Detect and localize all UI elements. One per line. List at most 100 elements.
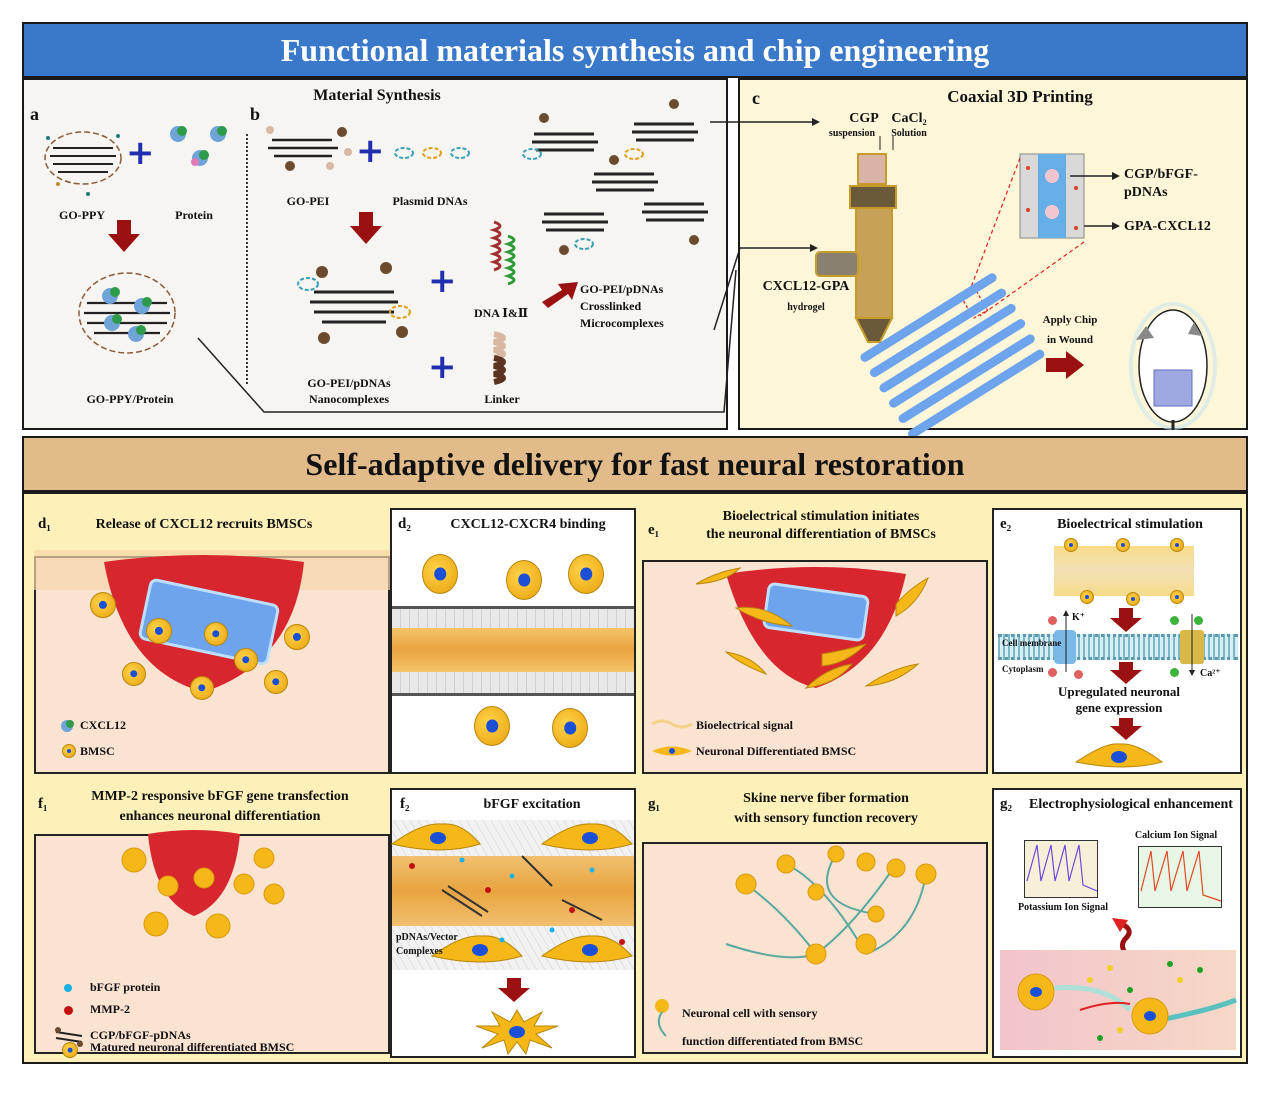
calcium-signal-chart [1138,846,1222,908]
k-ion-label: K⁺ [1072,612,1086,623]
apply-chip-label-2: in Wound [1047,334,1093,346]
g1-letter: g₁ [648,796,660,812]
bmsc-cell-icon [234,648,258,672]
go-ppy-protein-icon [78,272,176,354]
d2-fiber-core [392,628,634,672]
d1-letter: d₁ [38,516,51,532]
go-pei-pdna-nanocomplex-icon [297,262,411,344]
go-ppy-protein-label: GO-PPY/Protein [86,392,174,406]
nanocomplex-label-2: Nanocomplexes [309,392,389,406]
potassium-ion-icon [1048,668,1057,677]
panel-a-letter: a [30,104,39,124]
top-banner-title: Functional materials synthesis and chip … [280,31,990,68]
cxcl12-legend-icon [61,720,74,732]
g2-letter: g₂ [1000,796,1012,812]
f1-legend-mmp2: MMP-2 [90,1002,130,1016]
panel-d2: d₂ CXCL12-CXCR4 binding [390,508,636,774]
hydrogel-label: hydrogel [787,302,825,313]
f2-complex-label-2: Complexes [396,946,443,957]
g1-legend-1: Neuronal cell with sensory [682,1006,818,1020]
panel-c-letter: c [752,88,760,108]
plus-icon: + [126,133,155,173]
panel-g1: g₁ Skine nerve fiber formation with sens… [636,784,992,1054]
coaxial-title: Coaxial 3D Printing [947,87,1093,106]
plasmid-dna-icon [394,147,470,159]
d2-title: CXCL12-CXCR4 binding [450,517,606,532]
ca-ion-label: Ca²⁺ [1200,668,1221,679]
panel-b-letter: b [250,104,261,124]
dna-label: DNA Ⅰ&Ⅱ [473,306,529,320]
f1-legend-matured: Matured neuronal differentiated BMSC [90,1040,295,1054]
bottom-banner-title: Self-adaptive delivery for fast neural r… [305,445,965,482]
potassium-signal-trace [1026,844,1098,892]
ion-flow-arrows [1063,610,1195,676]
dna-helix-icon [489,220,516,286]
f2-letter: f₂ [400,796,410,812]
potassium-ion-icon [1048,616,1057,625]
bmsc-cell-icon [204,622,228,646]
go-pei-icon [266,126,352,171]
go-ppy-icon [44,131,122,196]
f1-legend-bfgf: bFGF protein [90,980,161,994]
protein-icon [170,126,227,166]
f1-title-1: MMP-2 responsive bFGF gene transfection [91,789,349,804]
e1-title-2: the neuronal differentiation of BMSCs [706,527,936,542]
g1-title-1: Skine nerve fiber formation [743,791,909,806]
calcium-signal-label: Calcium Ion Signal [1134,830,1218,841]
bmsc-cell-icon [422,554,458,594]
e1-legend-signal: Bioelectrical signal [696,718,793,732]
neuronal-bmsc-legend-icon [652,746,692,756]
nerve-fiber-network-icon [725,845,937,965]
bottom-banner: Self-adaptive delivery for fast neural r… [22,436,1248,492]
coaxial-nozzle-icon [815,153,897,343]
sensory-neuron-legend-icon [655,999,669,1037]
red-right-arrow-icon [1046,350,1090,380]
red-diagonal-arrow-icon [542,282,578,308]
connected-neurons-icon [1017,961,1237,1041]
mouse-icon [1129,302,1217,430]
red-down-arrow-icon [498,978,530,1008]
matured-neuron-legend-icon [62,1042,78,1058]
f2-fiber-core [392,856,634,926]
plus-icon: + [356,131,385,171]
bmsc-cell-icon [90,592,116,618]
red-down-arrow-icon [350,212,382,246]
panel-e1: e₁ Bioelectrical stimulation initiates t… [636,504,992,774]
cell-membrane-label: Cell membrane [1002,638,1062,648]
cgp-bfgf-label-1: CGP/bFGF- [1124,167,1198,182]
fiber-cross-section-icon [1019,153,1085,239]
bmsc-cell-icon [122,662,146,686]
f1-title-2: enhances neuronal differentiation [119,809,321,824]
plasmid-dnas-label: Plasmid DNAs [392,194,468,208]
e2-fiber-icon [1054,546,1194,596]
panel-f2: f₂ bFGF excitation pDNAs/Vector Complexe… [390,788,636,1058]
microcomplex-label-2: Crosslinked [580,299,642,313]
f2-complex-label-1: pDNAs/Vector [396,932,458,943]
bmsc-cell-icon [1064,538,1078,552]
red-down-arrow-icon [1110,718,1142,742]
coaxial-printing-section: c Coaxial 3D Printing CGP suspension CaC… [710,78,1248,439]
panel-g2: g₂ Electrophysiological enhancement Pota… [992,788,1242,1058]
go-pei-label: GO-PEI [286,194,330,208]
e2-title: Bioelectrical stimulation [1057,517,1203,532]
bfgf-protein-legend-icon [64,984,72,992]
feed-arrows [710,118,894,331]
bmsc-cell-icon [190,676,214,700]
neuronal-bmsc-cells [695,567,929,689]
top-banner: Functional materials synthesis and chip … [22,22,1248,78]
neural-restoration-section: d₁ Release of CXCL12 recruits BMSCs CXCL… [22,492,1248,1064]
go-ppy-label: GO-PPY [59,208,105,222]
apply-chip-label-1: Apply Chip [1042,314,1098,326]
bmsc-cell-icon [146,618,172,644]
panel-d1: d₁ Release of CXCL12 recruits BMSCs CXCL… [34,504,390,774]
gpa-cxcl12-label: GPA-CXCL12 [1124,219,1211,234]
zoom-dashed-lines [959,157,1120,320]
bmsc-cell-icon [474,706,510,746]
cgp-bfgf-pdna-legend-icon [55,1027,83,1047]
bmsc-cell-icon [568,554,604,594]
potassium-signal-chart [1024,840,1098,898]
g1-legend-2: function differentiated from BMSC [682,1034,864,1048]
cacl2-sub-label: Solution [891,128,927,139]
cxcl12-gpa-label: CXCL12-GPA [762,279,850,294]
microcomplex-label-3: Microcomplexes [580,316,664,330]
